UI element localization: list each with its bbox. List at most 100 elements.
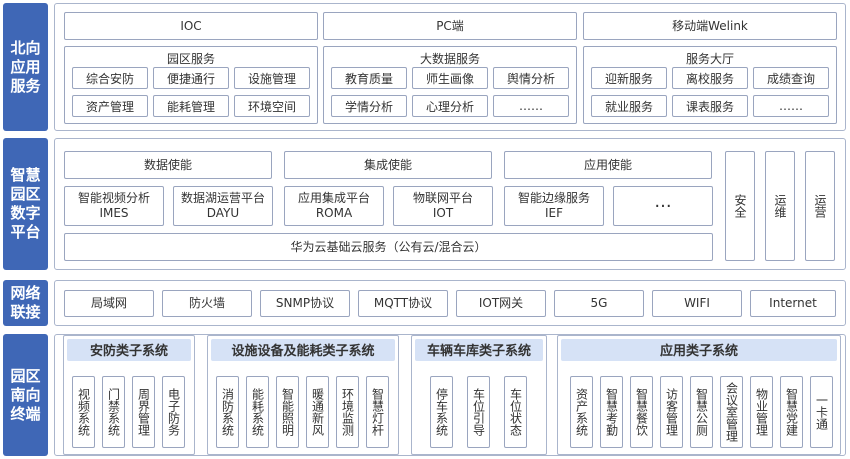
network-item: WIFI [652,290,742,317]
platform-module-ief: 智能边缘服务 IEF [504,186,604,226]
south-group-title: 车辆车库类子系统 [426,343,531,359]
band-label-network: 网络联接 [3,280,48,326]
platform-module-iot: 物联网平台 IOT [393,186,493,226]
platform-header-integration: 集成使能 [284,151,492,179]
platform-module-roma: 应用集成平台 ROMA [284,186,384,226]
south-group-vehicle: 车辆车库类子系统 停车系统 车位引导 车位状态 [411,335,547,455]
service-item: 便捷通行 [153,67,229,89]
platform-base-cloud: 华为云基础云服务（公有云/混合云） [64,233,713,261]
north-group-title: 园区服务 [166,52,215,66]
service-item: 师生画像 [412,67,488,89]
module-name: 数据湖运营平台 [180,191,265,205]
south-group-title: 应用类子系统 [659,343,738,359]
north-group-hall: 服务大厅 迎新服务 离校服务 成绩查询 就业服务 课表服务 …… [583,46,837,124]
south-item: 智慧公厕 [690,376,713,448]
platform-side-operations: 运维 [765,151,795,261]
north-panel: IOC PC端 移动端Welink 园区服务 综合安防 便捷通行 设施管理 资产… [54,3,846,131]
service-item: 教育质量 [331,67,407,89]
south-item: 周界管理 [132,376,155,448]
network-item: 5G [554,290,644,317]
network-item: IOT网关 [456,290,546,317]
south-group-header-bg [67,339,191,361]
service-item: 就业服务 [591,95,667,117]
service-item: …… [493,95,569,117]
top-item-ioc: IOC [64,12,318,40]
south-item: 智慧党建 [780,376,803,448]
service-item: 环境空间 [234,95,310,117]
south-item: 智慧灯杆 [366,376,389,448]
south-group-title: 设施设备及能耗类子系统 [231,343,375,359]
top-item-mobile: 移动端Welink [583,12,837,40]
south-item: 能耗系统 [246,376,269,448]
south-item: 车位引导 [467,376,490,448]
south-item: 会议室管理 [720,376,743,448]
north-group-bigdata: 大数据服务 教育质量 师生画像 舆情分析 学情分析 心理分析 …… [323,46,577,124]
south-item: 车位状态 [504,376,527,448]
band-label-north: 北向应用服务 [3,3,48,131]
south-group-header-bg [561,339,837,361]
module-name: 智能边缘服务 [517,191,590,205]
service-item: 综合安防 [72,67,148,89]
service-item: 心理分析 [412,95,488,117]
platform-module-dayu: 数据湖运营平台 DAYU [173,186,273,226]
service-item: 资产管理 [72,95,148,117]
service-item: 舆情分析 [493,67,569,89]
module-code: IEF [544,206,564,220]
north-group-park: 园区服务 综合安防 便捷通行 设施管理 资产管理 能耗管理 环境空间 [64,46,318,124]
south-item: 智慧餐饮 [630,376,653,448]
module-code: IOT [432,206,454,220]
south-item: 电子防务 [162,376,185,448]
south-item: 访客管理 [660,376,683,448]
south-item: 智能照明 [276,376,299,448]
south-item: 视频系统 [72,376,95,448]
service-item: 课表服务 [672,95,748,117]
service-item: 设施管理 [234,67,310,89]
south-group-title: 安防类子系统 [89,343,168,359]
band-label-south: 园区南向终端 [3,334,48,456]
module-name: 应用集成平台 [297,191,370,205]
south-item: 暖通新风 [306,376,329,448]
network-item: MQTT协议 [358,290,448,317]
module-code: ROMA [315,206,353,220]
service-item: 离校服务 [672,67,748,89]
south-item: 一卡通 [810,376,833,448]
network-item: 局域网 [64,290,154,317]
platform-module-more: ··· [613,186,713,226]
module-name: 智能视频分析 [77,191,150,205]
module-name: 物联网平台 [412,191,473,205]
north-group-title: 大数据服务 [419,52,480,66]
module-code: DAYU [206,206,240,220]
network-item: SNMP协议 [260,290,350,317]
platform-panel: 数据使能 集成使能 应用使能 智能视频分析 IMES 数据湖运营平台 DAYU … [54,138,846,270]
service-item: 学情分析 [331,95,407,117]
south-item: 消防系统 [216,376,239,448]
south-group-security: 安防类子系统 视频系统 门禁系统 周界管理 电子防务 [63,335,195,455]
network-item: Internet [750,290,836,317]
south-group-application: 应用类子系统 资产系统 智慧考勤 智慧餐饮 访客管理 智慧公厕 会议室管理 物业… [557,335,841,455]
south-item: 停车系统 [430,376,453,448]
north-group-title: 服务大厅 [685,52,734,66]
service-item: …… [753,95,829,117]
service-item: 迎新服务 [591,67,667,89]
platform-module-imes: 智能视频分析 IMES [64,186,164,226]
module-code: IMES [99,206,129,220]
network-panel: 局域网 防火墙 SNMP协议 MQTT协议 IOT网关 5G WIFI Inte… [54,280,846,326]
south-item: 资产系统 [570,376,593,448]
service-item: 能耗管理 [153,95,229,117]
service-item: 成绩查询 [753,67,829,89]
south-group-header-bg [211,339,395,361]
network-item: 防火墙 [162,290,252,317]
south-item: 门禁系统 [102,376,125,448]
south-panel: 安防类子系统 视频系统 门禁系统 周界管理 电子防务 设施设备及能耗类子系统 消… [54,334,846,456]
platform-header-application: 应用使能 [504,151,712,179]
platform-side-security: 安全 [725,151,755,261]
south-group-header-bg [415,339,543,361]
platform-side-management: 运营 [805,151,835,261]
south-group-facilities: 设施设备及能耗类子系统 消防系统 能耗系统 智能照明 暖通新风 环境监测 智慧灯… [207,335,399,455]
platform-header-data: 数据使能 [64,151,272,179]
top-item-pc: PC端 [323,12,577,40]
south-item: 智慧考勤 [600,376,623,448]
south-item: 物业管理 [750,376,773,448]
south-item: 环境监测 [336,376,359,448]
band-label-platform: 智慧园区数字平台 [3,138,48,270]
